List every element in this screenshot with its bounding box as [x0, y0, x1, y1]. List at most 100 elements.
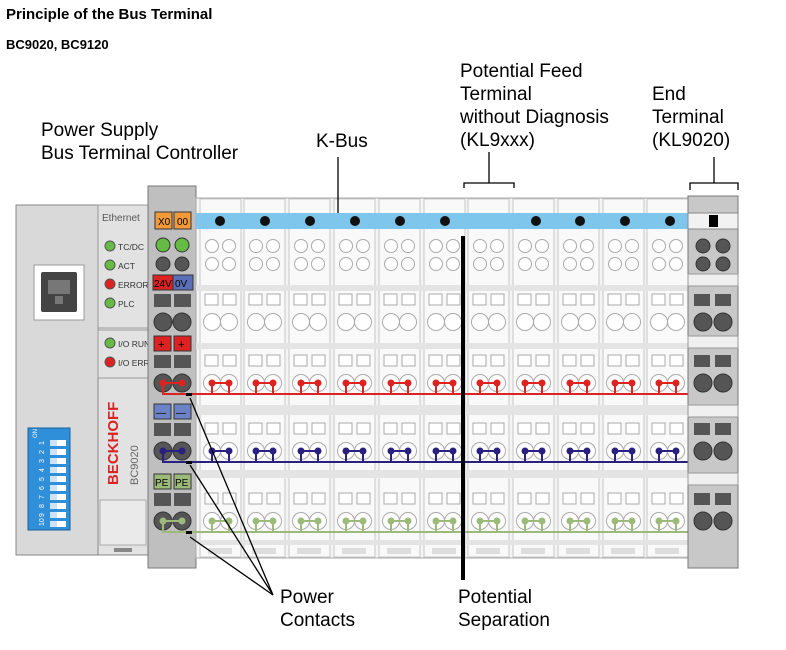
module-slot-1-1b [266, 354, 281, 367]
module-slot-0-2b [222, 422, 237, 435]
module-4-blue-jumper [390, 450, 409, 462]
module-led-4-b [401, 239, 415, 253]
module-0-red-dot-a [208, 379, 216, 387]
dip-switch-7[interactable] [50, 494, 66, 500]
ethernet-port-latch [55, 296, 63, 304]
status-led-label-3: PLC [118, 299, 135, 309]
plus-box-2 [173, 335, 192, 352]
dip-slider-7 [50, 494, 57, 500]
module-3-green-jumper [345, 520, 364, 532]
dip-switch-9[interactable] [50, 512, 66, 518]
status-led-label-2: ERROR [118, 280, 149, 290]
beckhoff-logo: BECKHOFF [105, 402, 122, 485]
dip-switch-6[interactable] [50, 485, 66, 491]
module-led-1-c [249, 257, 263, 271]
module-clamp-10-0a [650, 313, 668, 331]
module-6-red-jumper [479, 382, 498, 394]
label-feed-line4: (KL9xxx) [460, 130, 535, 151]
module-slot-0-2a [204, 422, 219, 435]
module-6-green-dot-a [476, 517, 484, 525]
module-4-red-jumper [390, 382, 409, 394]
dip-switch-8[interactable] [50, 503, 66, 509]
kbus-contact-7 [575, 216, 585, 226]
module-slot-1-1a [248, 354, 263, 367]
dip-switch-5[interactable] [50, 476, 66, 482]
supply-slot-1 [154, 294, 171, 307]
dip-switch-4[interactable] [50, 467, 66, 473]
module-5-green-jumper [435, 520, 454, 532]
module-2-red-jumper [300, 382, 319, 394]
module-2-green-dot-b [314, 517, 322, 525]
module-2-blue-dot-b [314, 447, 322, 455]
module-led-5-b [446, 239, 460, 253]
module-1-green-dot-a [252, 517, 260, 525]
module-slot-0-1a [204, 354, 219, 367]
status-led-3 [104, 297, 116, 309]
module-0-red-jumper [211, 382, 230, 394]
module-clamp-10-0b [667, 313, 685, 331]
dip-number-3: 3 [39, 459, 46, 463]
power-contact-pointer-2 [189, 464, 274, 596]
module-slot-2-0a [293, 293, 308, 306]
pe-box-2 [173, 473, 192, 490]
module-5-blue-dot-b [449, 447, 457, 455]
page-title: Principle of the Bus Terminal [6, 6, 213, 23]
dip-switch-10[interactable] [50, 521, 66, 527]
end-slot-3b [715, 493, 731, 505]
module-3-blue-jumper [345, 450, 364, 462]
plus-label-1: + [158, 339, 164, 351]
module-slot-8-2b [580, 422, 595, 435]
module-0-green-dot-a [208, 517, 216, 525]
module-9-green-dot-b [628, 517, 636, 525]
status-led-label-0: TC/DC [118, 242, 144, 252]
module-7-blue-dot-a [521, 447, 529, 455]
module-3-green-dot-b [359, 517, 367, 525]
supply-clamp-1 [153, 312, 173, 332]
module-foot-2 [297, 548, 321, 554]
module-5-red-jumper [435, 382, 454, 394]
module-9-blue-jumper [614, 450, 633, 462]
module-slot-10-0b [669, 293, 684, 306]
module-slot-7-3b [535, 492, 550, 505]
end-terminal-contacts [687, 238, 739, 531]
end-clamp-0-1b [715, 256, 731, 272]
module-4-blue-dot-a [387, 447, 395, 455]
label-power-supply-line1: Power Supply [41, 120, 159, 141]
module-led-5-d [446, 257, 460, 271]
kbus-contact-1 [260, 216, 270, 226]
module-slot-8-0b [580, 293, 595, 306]
dip-switch-2[interactable] [50, 449, 66, 455]
module-slot-1-2b [266, 422, 281, 435]
module-slot-10-3b [669, 492, 684, 505]
dip-slider-3 [50, 458, 57, 464]
label-end-line2: Terminal [652, 107, 724, 128]
module-slot-6-2a [472, 422, 487, 435]
module-1-green-dot-b [269, 517, 277, 525]
module-6-blue-dot-b [493, 447, 501, 455]
module-led-0-d [222, 257, 236, 271]
module-7-green-dot-b [538, 517, 546, 525]
dip-switch-1[interactable] [50, 440, 66, 446]
module-foot-9 [611, 548, 635, 554]
module-led-0-a [205, 239, 219, 253]
module-led-2-a [294, 239, 308, 253]
module-slot-3-3a [338, 492, 353, 505]
end-slot-0a [694, 294, 710, 306]
module-6-green-jumper [479, 520, 498, 532]
end-band-0 [687, 273, 739, 287]
module-led-3-b [356, 239, 370, 253]
label-end-line1: End [652, 84, 686, 105]
module-led-7-d [535, 257, 549, 271]
dip-switch-3[interactable] [50, 458, 66, 464]
end-slot-1a [694, 355, 710, 367]
module-slot-9-0a [607, 293, 622, 306]
module-led-2-b [311, 239, 325, 253]
module-1-red-dot-b [269, 379, 277, 387]
module-slot-8-1b [580, 354, 595, 367]
end-slot-3a [694, 493, 710, 505]
x0-label-box [154, 211, 173, 230]
module-10-red-dot-b [672, 379, 680, 387]
module-7-red-jumper [524, 382, 543, 394]
